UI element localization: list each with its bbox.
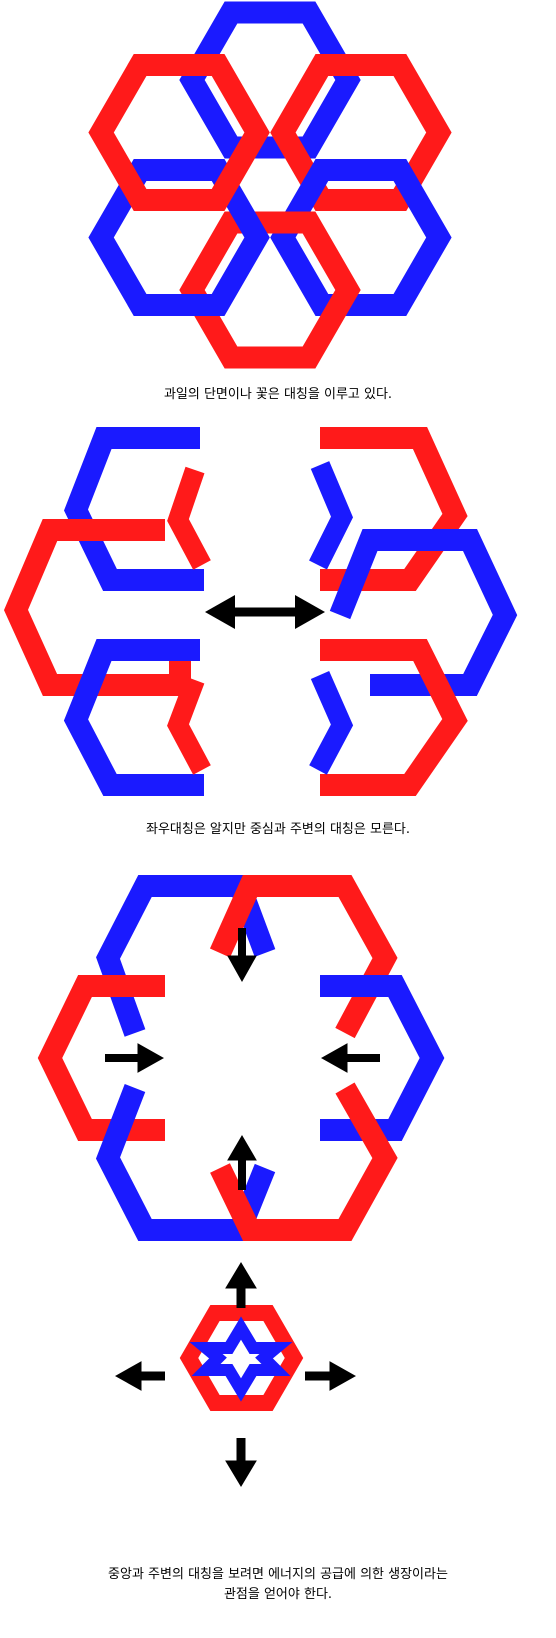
double-arrow-icon xyxy=(205,595,325,629)
right-half-group xyxy=(309,427,518,796)
small-star-hexagon xyxy=(179,1305,304,1411)
arrow-up-outward-icon xyxy=(225,1262,257,1308)
hexagon-red-right-bottom xyxy=(320,639,468,796)
hexagon-red-bottom-right xyxy=(210,1082,398,1241)
hexagon-red-2 xyxy=(270,54,452,211)
notch-blue-right-bottom xyxy=(309,670,354,775)
outer-hexagon-red xyxy=(179,1305,304,1411)
caption-energy-growth-line-2: 관점을 얻어야 한다. xyxy=(223,1587,333,1602)
hexagon-blue-left-top xyxy=(64,427,204,591)
arrow-right-icon xyxy=(105,1043,165,1073)
hexagon-red-4 xyxy=(179,211,361,369)
notch-red-left-top xyxy=(167,466,211,570)
inward-arrow-icons xyxy=(105,928,380,1190)
hexagon-blue-left-bottom xyxy=(63,639,204,796)
caption-left-right-symmetry: 좌우대칭은 알지만 중심과 주변의 대칭은 모른다. xyxy=(146,822,410,837)
notch-red-left-bottom xyxy=(167,676,211,775)
flower-hexagons-diagram xyxy=(88,1,452,369)
hexagon-red-right-top xyxy=(320,427,468,591)
caption-flower-symmetry: 과일의 단면이나 꽃은 대칭을 이루고 있다. xyxy=(163,387,393,402)
hexagon-red-6 xyxy=(88,54,270,211)
ring-shapes xyxy=(37,875,445,1241)
arrow-right-outward-icon xyxy=(305,1361,357,1391)
outward-arrows-diagram xyxy=(114,1262,357,1487)
notch-blue-right-top xyxy=(309,461,354,570)
arrow-left-outward-icon xyxy=(114,1361,165,1391)
outward-arrow-icons xyxy=(114,1262,357,1487)
left-right-symmetry-diagram xyxy=(3,427,518,796)
arrow-left-icon xyxy=(320,1043,380,1073)
hexagon-red-left-middle xyxy=(3,519,191,696)
hexagon-blue-right-middle xyxy=(329,529,518,696)
left-half-group xyxy=(3,427,211,796)
hexagon-blue-3 xyxy=(270,159,452,316)
arrow-down-icon xyxy=(227,928,257,983)
arrow-down-outward-icon xyxy=(225,1438,257,1487)
arrow-up-icon xyxy=(227,1135,257,1190)
inner-star-blue xyxy=(189,1316,293,1402)
hexagon-blue-5 xyxy=(88,159,270,316)
caption-energy-growth-line-1: 중앙과 주변의 대칭을 보려면 에너지의 공급에 의한 생장이라는 xyxy=(108,1567,448,1582)
hexagon-blue-1 xyxy=(179,1,361,159)
inward-arrows-diagram xyxy=(37,875,445,1241)
